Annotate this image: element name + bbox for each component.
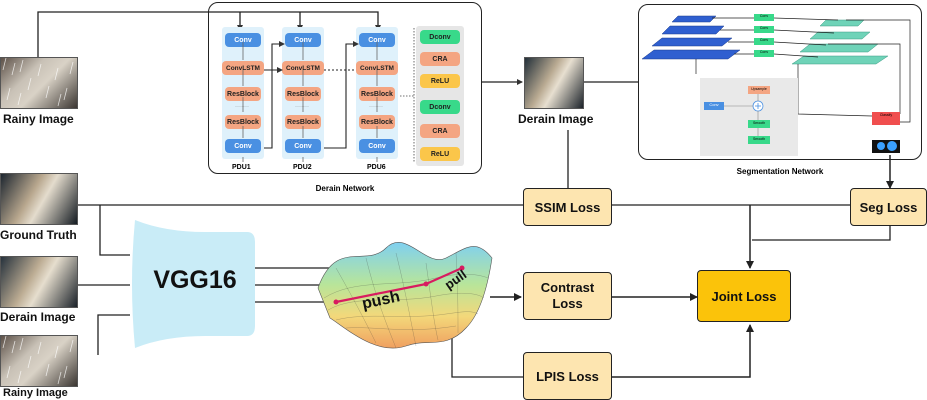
side-cra-1: CRA — [420, 52, 460, 66]
derain-image-bottom-label: Derain Image — [0, 310, 76, 324]
side-module-bracket — [400, 28, 415, 162]
side-module-panel: Dconv CRA ReLU Dconv CRA ReLU — [416, 26, 464, 166]
derain-image-mid — [524, 57, 584, 109]
segmentation-network-diagram — [641, 14, 911, 156]
vgg16-shape — [132, 220, 255, 348]
svg-text:·······: ······· — [369, 104, 383, 110]
rainy-image-bottom-label: Rainy Image — [3, 387, 68, 399]
rain-streaks — [2, 58, 74, 107]
seg-loss-box: Seg Loss — [850, 188, 927, 226]
pdu1-conv-bottom: Conv — [225, 139, 261, 153]
rainy-image-top-label: Rainy Image — [3, 112, 74, 126]
side-dconv-2: Dconv — [420, 100, 460, 114]
ground-truth-image — [0, 173, 78, 225]
pdu1-resblock-1: ResBlock — [225, 87, 261, 101]
derain-network-panel — [208, 2, 482, 174]
pdu6-label: PDU6 — [367, 164, 386, 171]
rain-streaks — [2, 336, 74, 385]
seg-fpn-smooth-1: Smooth — [752, 121, 766, 125]
pdu2-convlstm: ConvLSTM — [282, 61, 324, 75]
pdu2-conv-top: Conv — [285, 33, 321, 47]
segmentation-network-title: Segmentation Network — [736, 167, 824, 176]
seg-enc-conv-1: Conv — [759, 14, 769, 18]
pdu6-conv-top: Conv — [359, 33, 395, 47]
contrast-loss-label: Contrast Loss — [540, 280, 595, 311]
seg-fpn-conv: Conv — [709, 102, 719, 107]
side-dconv-1: Dconv — [420, 30, 460, 44]
ground-truth-label: Ground Truth — [0, 228, 77, 242]
vgg16-label: VGG16 — [153, 266, 237, 294]
pdu2-conv-bottom: Conv — [285, 139, 321, 153]
seg-enc-conv-3: Conv — [759, 38, 769, 42]
svg-text:·······: ······· — [235, 104, 249, 110]
derain-network-wiring: ······· ······· ······· — [235, 41, 383, 162]
side-relu-1: ReLU — [420, 74, 460, 88]
lpis-loss-box: LPIS Loss — [523, 352, 612, 400]
rainy-image-top — [0, 57, 78, 109]
pdu2-resblock-1: ResBlock — [285, 87, 321, 101]
seg-fpn-smooth-2: Smooth — [752, 137, 766, 141]
rainy-image-bottom — [0, 335, 78, 387]
derain-image-mid-label: Derain Image — [518, 112, 594, 126]
pdu6-resblock-2: ResBlock — [359, 115, 395, 129]
pdu1-label: PDU1 — [232, 164, 251, 171]
pdu1-conv-top: Conv — [225, 33, 261, 47]
loss-landscape — [317, 242, 493, 349]
pdu6-convlstm: ConvLSTM — [356, 61, 398, 75]
side-cra-2: CRA — [420, 124, 460, 138]
pdu2-label: PDU2 — [293, 164, 312, 171]
derain-network-title: Derain Network — [315, 184, 375, 193]
pdu1-convlstm: ConvLSTM — [222, 61, 264, 75]
side-relu-2: ReLU — [420, 147, 460, 161]
pdu6-resblock-1: ResBlock — [359, 87, 395, 101]
seg-enc-conv-2: Conv — [759, 26, 769, 30]
seg-fpn-upsample: Upsample — [751, 87, 767, 91]
derain-image-bottom — [0, 256, 78, 308]
svg-text:·······: ······· — [295, 104, 309, 110]
seg-enc-conv-4: Conv — [759, 50, 769, 54]
pdu2-resblock-2: ResBlock — [285, 115, 321, 129]
pdu1-resblock-2: ResBlock — [225, 115, 261, 129]
segmentation-network-panel — [638, 4, 922, 160]
seg-classify: Classify — [879, 113, 893, 117]
joint-loss-box: Joint Loss — [697, 270, 791, 322]
pdu6-conv-bottom: Conv — [359, 139, 395, 153]
ssim-loss-box: SSIM Loss — [523, 188, 612, 226]
contrast-loss-box: Contrast Loss — [523, 272, 612, 320]
